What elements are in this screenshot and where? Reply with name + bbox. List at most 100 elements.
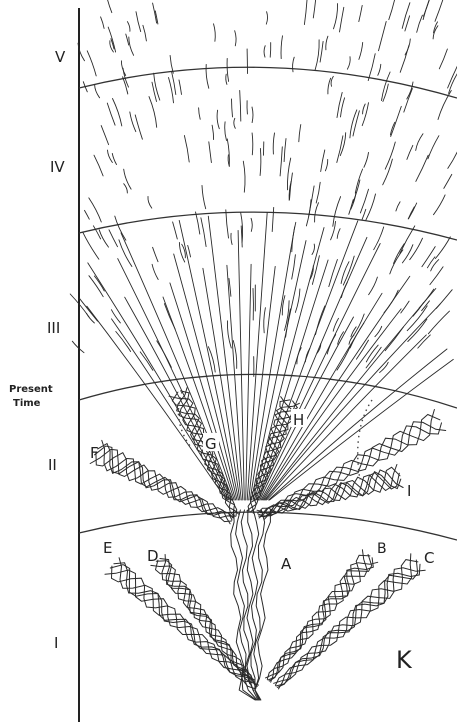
hatch-stroke xyxy=(260,149,261,176)
hatch-stroke xyxy=(334,4,338,29)
hatch-stroke xyxy=(143,25,147,41)
hatch-stroke xyxy=(169,78,174,103)
hatch-stroke xyxy=(87,51,96,76)
hatch-stroke xyxy=(353,180,360,202)
hatch-stroke xyxy=(95,84,100,97)
hatch-stroke xyxy=(241,226,242,247)
hatch-stroke xyxy=(235,31,236,46)
hatch-stroke xyxy=(199,108,201,120)
boundary-iv-iii xyxy=(79,212,457,240)
hatch-stroke xyxy=(383,84,388,101)
hatch-stroke xyxy=(232,99,233,117)
hatch-stroke xyxy=(292,222,296,251)
hatch-stroke xyxy=(101,17,105,29)
hatch-stroke xyxy=(427,257,435,268)
hatch-stroke xyxy=(304,0,307,25)
hatch-stroke xyxy=(355,169,362,193)
hatch-stroke xyxy=(423,0,433,20)
hatch-stroke xyxy=(170,56,173,74)
hatch-stroke xyxy=(129,37,134,55)
hatch-stroke xyxy=(384,290,398,313)
hatch-stroke xyxy=(124,184,128,193)
hatch-stroke xyxy=(394,244,405,264)
hatch-stroke xyxy=(331,76,333,86)
hatch-stroke xyxy=(94,276,104,291)
branch-stroke xyxy=(112,319,228,500)
hatch-stroke xyxy=(390,250,403,274)
hatch-stroke xyxy=(85,210,90,219)
hatch-stroke xyxy=(251,218,252,231)
hatch-stroke xyxy=(329,260,338,287)
hatch-stroke xyxy=(292,255,296,279)
hatch-stroke xyxy=(390,122,394,135)
hatch-stroke xyxy=(405,39,410,55)
hatch-stroke xyxy=(127,22,130,32)
hatch-stroke xyxy=(79,298,97,321)
hatch-stroke xyxy=(188,245,191,257)
hatch-stroke xyxy=(402,245,413,263)
point-label-h: H xyxy=(293,411,304,429)
branch-stroke xyxy=(170,283,236,500)
branch-stroke xyxy=(246,264,251,500)
hatch-stroke xyxy=(364,153,369,168)
hatch-stroke xyxy=(108,150,113,162)
hatch-stroke xyxy=(448,147,457,169)
hatch-stroke xyxy=(430,267,443,285)
hatch-stroke xyxy=(280,147,282,176)
hatch-stroke xyxy=(434,195,446,215)
hatch-stroke xyxy=(401,301,409,313)
hatch-stroke xyxy=(340,7,344,32)
hatch-stroke xyxy=(101,126,108,145)
hatch-stroke xyxy=(435,237,450,259)
hatch-stroke xyxy=(360,189,368,213)
hatch-stroke xyxy=(264,46,265,57)
hatch-stroke xyxy=(107,103,115,125)
hatch-stroke xyxy=(306,200,311,226)
hatch-stroke xyxy=(337,136,343,163)
present-time-label-line1: Present xyxy=(9,384,53,395)
branch-stroke xyxy=(267,335,427,500)
branch-hatching xyxy=(70,0,457,500)
hatch-stroke xyxy=(225,122,227,141)
hatch-stroke xyxy=(341,98,345,117)
hatch-stroke xyxy=(312,244,314,254)
hatch-stroke xyxy=(273,133,274,154)
hatch-stroke xyxy=(252,133,253,155)
hatch-stroke xyxy=(333,197,341,227)
hatch-stroke xyxy=(231,233,232,244)
hatch-stroke xyxy=(416,155,428,181)
point-label-i: I xyxy=(407,482,411,500)
hatch-stroke xyxy=(359,43,363,60)
hatch-stroke xyxy=(112,154,116,165)
point-label-k: K xyxy=(396,646,413,674)
hatch-stroke xyxy=(404,89,413,113)
branch-stroke xyxy=(266,304,441,500)
hatch-stroke xyxy=(126,34,129,45)
hatch-stroke xyxy=(226,210,229,238)
era-label-ii: II xyxy=(48,456,57,474)
present-time-label-line2: Time xyxy=(13,398,41,409)
hatch-stroke xyxy=(83,232,99,259)
hatch-stroke xyxy=(201,218,206,247)
hatch-stroke xyxy=(140,352,153,371)
hatch-stroke xyxy=(428,311,449,334)
hatch-stroke xyxy=(148,197,152,209)
hatch-stroke xyxy=(135,115,142,139)
hatch-stroke xyxy=(108,27,115,52)
hatch-stroke xyxy=(89,198,102,222)
hatch-stroke xyxy=(154,73,160,100)
hatch-stroke xyxy=(227,321,231,348)
hatch-stroke xyxy=(363,104,366,114)
hatch-stroke xyxy=(362,209,366,219)
hatch-stroke xyxy=(313,0,316,18)
branch-stroke xyxy=(238,231,244,501)
hatch-stroke xyxy=(281,36,282,59)
hatch-stroke xyxy=(444,174,452,188)
hatch-stroke xyxy=(266,12,267,24)
hatch-stroke xyxy=(212,125,214,139)
hatch-stroke xyxy=(396,202,400,211)
lineage-bundles xyxy=(90,388,446,700)
hatch-stroke xyxy=(417,15,423,32)
hatch-stroke xyxy=(328,78,331,94)
